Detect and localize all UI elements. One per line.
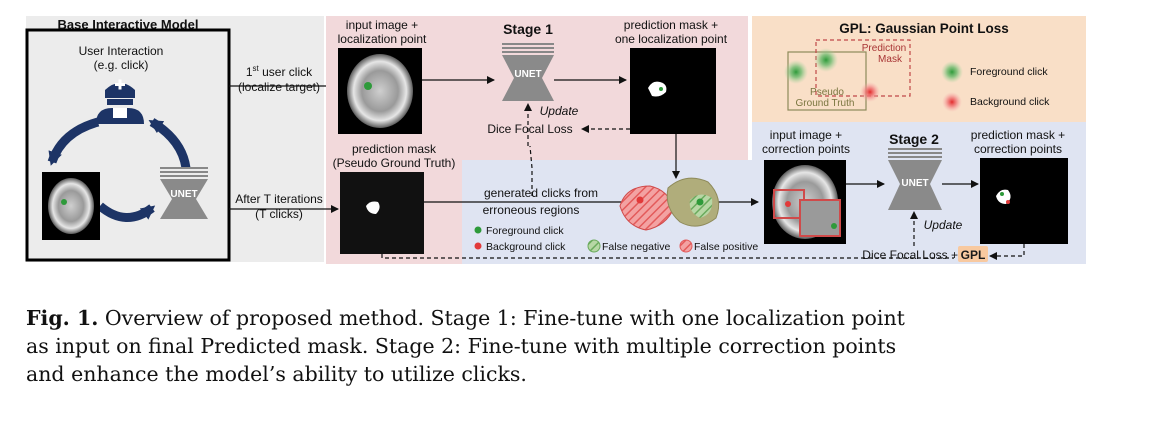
stage1-input-label-2: localization point xyxy=(337,32,427,46)
after-iterations-label: After T iterations xyxy=(235,192,323,206)
stage1-loss-label: Dice Focal Loss xyxy=(487,122,573,136)
user-interaction-label: User Interaction xyxy=(78,44,164,58)
stage2-input-image xyxy=(764,160,846,244)
base-unet-icon xyxy=(160,167,208,219)
base-model-title: Base Interactive Model xyxy=(57,17,199,32)
generated-clicks-label-1: generated clicks from xyxy=(483,186,599,200)
stage2-panel-upper xyxy=(752,122,1086,162)
stage1-input-image xyxy=(338,48,422,134)
legend-fg-label: Foreground click xyxy=(486,225,564,237)
doctor-icon xyxy=(96,79,144,124)
cycle-arrow-right xyxy=(148,118,191,169)
gpl-pseudo-label-1: Pseudo xyxy=(810,87,844,98)
stage2-prediction-image xyxy=(980,158,1068,244)
base-brain-image xyxy=(42,172,100,240)
legend-fn-swatch xyxy=(587,239,601,253)
gpl-illustration xyxy=(784,39,963,112)
gpl-title: GPL: Gaussian Point Loss xyxy=(839,21,1009,36)
pseudo-label-1: prediction mask xyxy=(351,142,437,156)
pseudo-label-2: (Pseudo Ground Truth) xyxy=(332,156,456,170)
stage2-pred-label-1: prediction mask + xyxy=(970,128,1066,142)
stage1-prediction-image xyxy=(630,48,716,134)
stage2-title: Stage 2 xyxy=(889,131,939,147)
legend-fp-label: False positive xyxy=(694,241,759,253)
gpl-bg-label: Background click xyxy=(970,96,1050,108)
gpl-prediction-label-2: Mask xyxy=(878,54,902,65)
cycle-arrow-left xyxy=(47,117,100,166)
pseudo-to-loss-dashed xyxy=(529,145,533,196)
figure-canvas xyxy=(25,16,1086,264)
after-iterations-sub: (T clicks) xyxy=(255,207,303,221)
stage2-update-label: Update xyxy=(923,218,963,232)
caption-fig-label: Fig. 1. xyxy=(26,306,99,330)
stage1-pred-label-2: one localization point xyxy=(614,32,728,46)
stage2-loss-label: Dice Focal Loss + xyxy=(862,248,958,262)
stage1-unet-label: UNET xyxy=(514,69,542,80)
pseudo-gt-image xyxy=(340,172,424,254)
gpl-badge: GPL xyxy=(960,248,986,262)
stage1-unet-icon xyxy=(502,43,554,101)
stage1-input-label-1: input image + xyxy=(345,18,419,32)
figure-caption: Fig. 1. Overview of proposed method. Sta… xyxy=(26,304,1146,388)
overview-figure: Base Interactive Model User Interaction … xyxy=(25,16,1086,264)
stage1-title: Stage 1 xyxy=(503,21,553,37)
caption-line-1: Fig. 1. Overview of proposed method. Sta… xyxy=(26,304,1146,332)
gpl-panel xyxy=(752,16,1086,122)
gpl-pseudo-label-2: Ground Truth xyxy=(795,98,855,109)
stage2-input-label-2: correction points xyxy=(761,142,851,156)
stage2-unet-label: UNET xyxy=(901,178,929,189)
legend-fp-swatch xyxy=(679,239,693,253)
gpl-prediction-label-1: Prediction xyxy=(861,43,907,54)
user-interaction-sub: (e.g. click) xyxy=(93,58,149,72)
error-regions-illustration xyxy=(619,177,720,231)
stage2-pred-label-2: correction points xyxy=(973,142,1063,156)
legend-fg-dot xyxy=(474,226,482,234)
gpl-fg-label: Foreground click xyxy=(970,66,1048,78)
first-click-sub: (localize target) xyxy=(237,80,321,94)
legend-bg-dot xyxy=(474,242,482,250)
base-unet-label: UNET xyxy=(170,189,198,200)
stage1-pred-label-1: prediction mask + xyxy=(623,18,719,32)
cycle-arrow-bottom xyxy=(97,202,156,222)
caption-line-3: and enhance the model’s ability to utili… xyxy=(26,362,527,386)
stage1-update-label: Update xyxy=(539,104,579,118)
caption-line-2: as input on final Predicted mask. Stage … xyxy=(26,334,897,358)
stage2-input-label-1: input image + xyxy=(769,128,843,142)
stage2-loss-arrow xyxy=(989,244,1025,260)
caption-line-1-text: Overview of proposed method. Stage 1: Fi… xyxy=(98,306,905,330)
legend-bg-label: Background click xyxy=(486,241,566,253)
stage2-unet-icon xyxy=(888,148,942,210)
generated-clicks-label-2: erroneous regions xyxy=(482,203,580,217)
legend-fn-label: False negative xyxy=(602,241,671,253)
first-click-label: 1st user click xyxy=(245,64,313,79)
gpl-badge-bg xyxy=(958,246,988,262)
pseudo-to-loss2-dashed xyxy=(381,254,954,259)
base-model-frame xyxy=(25,28,231,262)
